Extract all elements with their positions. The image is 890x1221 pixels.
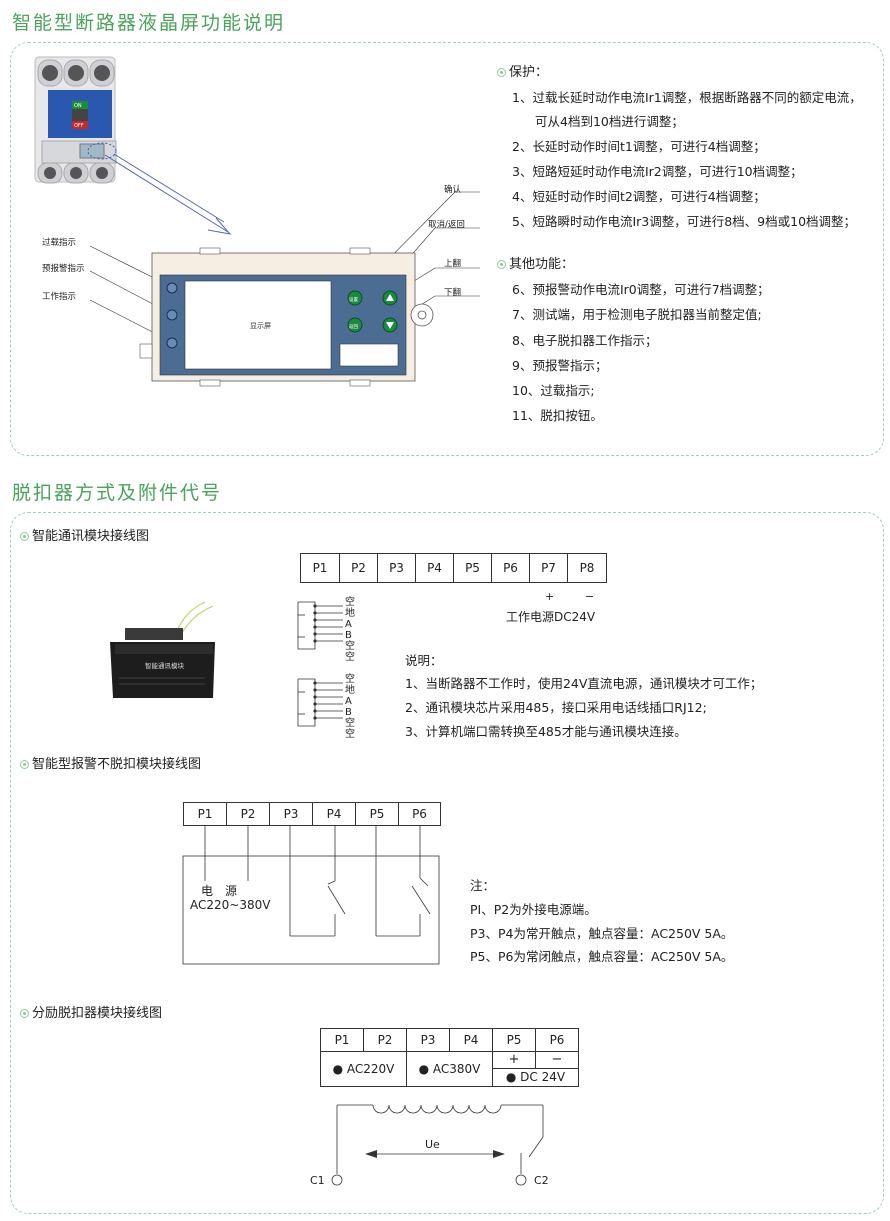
other-item-9: 9、预报警指示； [512, 358, 608, 373]
comm-minus: − [585, 590, 595, 603]
label-down: 下翻 [444, 288, 462, 298]
shunt-pin-p3: P3 [406, 1028, 450, 1052]
display-diagram: 显示屏 设置 返回 [89, 191, 480, 387]
shunt-c2: C2 [534, 1174, 549, 1187]
shunt-c1: C1 [310, 1174, 325, 1187]
shunt-ue: Ue [425, 1138, 440, 1151]
protection-item-4: 4、短延时动作时间t2调整，可进行4档调整； [512, 189, 766, 204]
protection-heading: 保护： [497, 66, 548, 80]
protection-item-1b: 可从4档到10档进行调整； [535, 114, 684, 129]
shunt-pin-p1: P1 [320, 1028, 364, 1052]
other-item-8: 8、电子脱扣器工作指示； [512, 333, 658, 348]
alarm-pin-p4: P4 [312, 802, 356, 826]
zoom-arrow [104, 153, 232, 235]
shunt-pin-p6: P6 [535, 1028, 579, 1052]
protection-item-1: 1、过载长延时动作电流Ir1调整，根据断路器不同的额定电流， [512, 90, 862, 105]
other-heading: 其他功能： [497, 258, 574, 272]
alarm-pin-p1: P1 [183, 802, 227, 826]
protection-item-3: 3、短路短延时动作电流Ir2调整，可进行10档调整； [512, 164, 803, 179]
alarm-pin-p5: P5 [355, 802, 399, 826]
section2-panel [10, 512, 884, 1214]
protection-item-5: 5、短路瞬时动作电流Ir3调整，可进行8档、9档或10档调整； [512, 214, 857, 229]
label-up: 上翻 [444, 259, 462, 269]
alarm-note-2: P3、P4为常开触点，触点容量：AC250V 5A。 [470, 926, 734, 941]
btn-set-label: 设置 [349, 296, 358, 303]
shunt-minus: − [535, 1051, 579, 1069]
alarm-note-1: PI、P2为外接电源端。 [470, 902, 597, 917]
comm-module-image: 智能通讯模块 [110, 601, 215, 698]
comm-power-label: 工作电源DC24V [506, 610, 596, 624]
protection-item-2: 2、长延时动作时间t1调整，可进行4档调整； [512, 139, 766, 154]
shunt-v-ac380: ● AC380V [406, 1051, 493, 1087]
alarm-note-3: P5、P6为常闭触点，触点容量：AC250V 5A。 [470, 949, 734, 964]
comm-notes-heading: 说明： [405, 653, 443, 668]
section1-title: 智能型断路器液晶屏功能说明 [12, 12, 286, 34]
label-cancel: 取消/返回 [428, 220, 465, 230]
other-item-10: 10、过载指示; [512, 383, 595, 398]
comm-pin-p2: P2 [339, 553, 378, 583]
label-working: 工作指示 [42, 292, 77, 302]
other-item-11: 11、脱扣按钮。 [512, 408, 603, 423]
alarm-pin-p3: P3 [269, 802, 313, 826]
comm-pin-p5: P5 [453, 553, 492, 583]
comm-plus: + [545, 590, 555, 603]
comm-pin-p3: P3 [377, 553, 416, 583]
comm-note-3: 3、计算机端口需转换至485才能与通讯模块连接。 [405, 724, 687, 739]
shunt-pin-p2: P2 [363, 1028, 407, 1052]
shunt-heading: 分励脱扣器模块接线图 [20, 1007, 162, 1021]
shunt-coil-diagram [331, 1104, 544, 1186]
alarm-voltage-label: AC220~380V [190, 898, 271, 912]
shunt-pin-p4: P4 [449, 1028, 493, 1052]
comm-pin-p6: P6 [491, 553, 530, 583]
comm-pin-p8: P8 [567, 553, 607, 583]
comm-note-1: 1、当断路器不工作时，使用24V直流电源，通讯模块才可工作； [405, 676, 763, 691]
breaker-off-label: OFF [74, 123, 84, 129]
alarm-wiring [182, 826, 440, 965]
btn-back-label: 返回 [349, 323, 358, 330]
comm-note-2: 2、通讯模块芯片采用485，接口采用电话线插口RJ12; [405, 700, 707, 715]
screen-label: 显示屏 [250, 322, 271, 330]
other-item-7: 7、测试端，用于检测电子脱扣器当前整定值; [512, 307, 762, 322]
comm-heading: 智能通讯模块接线图 [20, 530, 149, 544]
shunt-plus: + [492, 1051, 536, 1069]
section2-title: 脱扣器方式及附件代号 [12, 482, 223, 504]
shunt-v-ac220: ● AC220V [320, 1051, 407, 1087]
label-overload: 过载指示 [42, 238, 77, 248]
alarm-pin-p6: P6 [398, 802, 441, 826]
label-prealarm: 预报警指示 [42, 264, 85, 274]
breaker-image: ON OFF [34, 56, 117, 184]
alarm-power-label: 电 源 [201, 884, 238, 898]
alarm-notes-heading: 注： [470, 878, 496, 893]
alarm-pin-p2: P2 [226, 802, 270, 826]
label-confirm: 确认 [444, 185, 462, 195]
comm-pin-p7: P7 [529, 553, 568, 583]
comm-pin-p1: P1 [300, 553, 340, 583]
alarm-heading: 智能型报警不脱扣模块接线图 [20, 758, 201, 772]
comm-pin-p4: P4 [415, 553, 454, 583]
section1-panel [10, 42, 884, 456]
rj12-connectors [297, 601, 343, 727]
shunt-dc24: ● DC 24V [492, 1068, 579, 1087]
other-item-6: 6、预报警动作电流Ir0调整，可进行7档调整； [512, 282, 770, 297]
module-label: 智能通讯模块 [145, 661, 185, 670]
breaker-on-label: ON [74, 103, 82, 109]
shunt-pin-p5: P5 [492, 1028, 536, 1052]
